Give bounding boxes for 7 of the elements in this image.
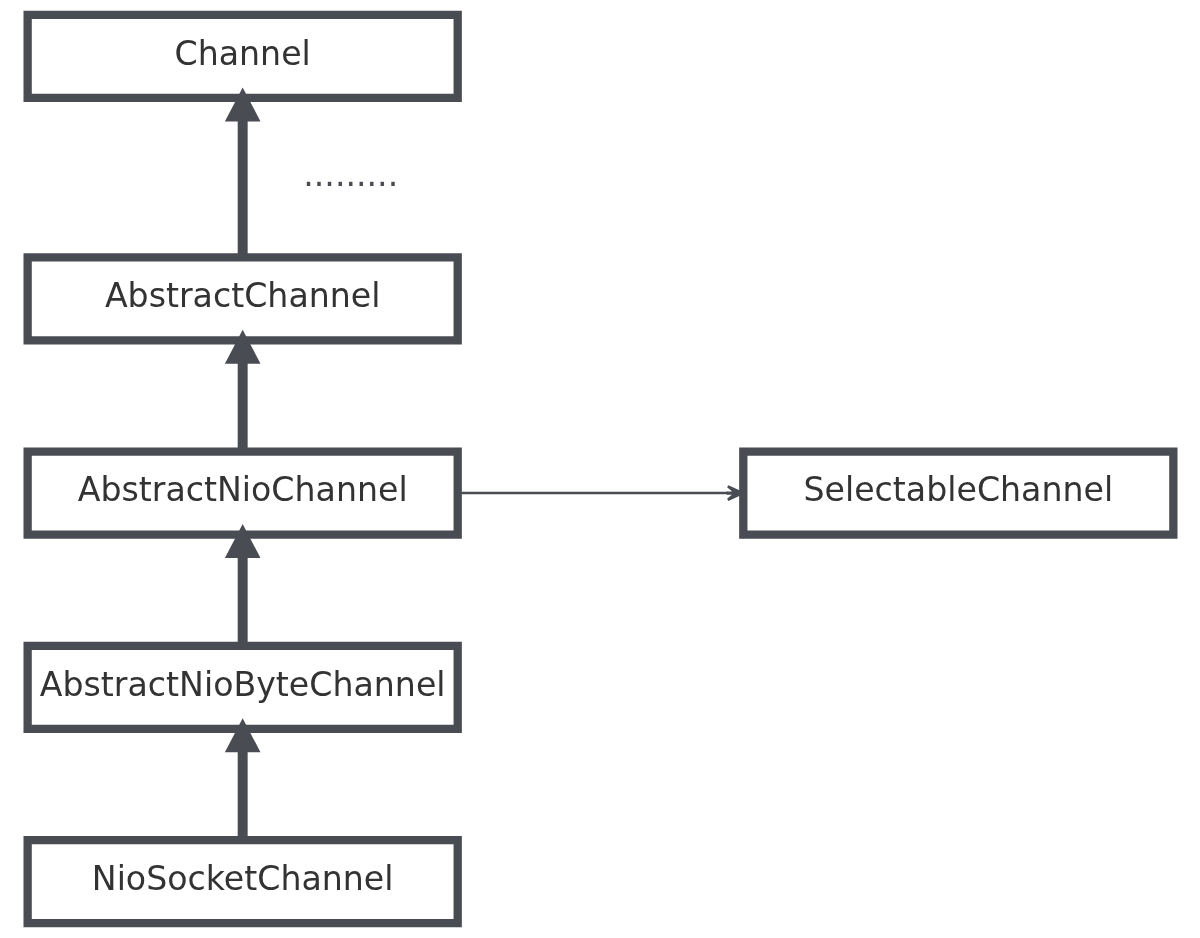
node-box: Channel (23, 10, 462, 103)
node-box: AbstractNioChannel (23, 447, 462, 539)
node-box: AbstractChannel (23, 253, 462, 345)
node-box: SelectableChannel (738, 447, 1177, 539)
edge-label: ......... (302, 154, 398, 194)
node-box: AbstractNioByteChannel (23, 641, 462, 733)
node-box: NioSocketChannel (23, 835, 462, 928)
